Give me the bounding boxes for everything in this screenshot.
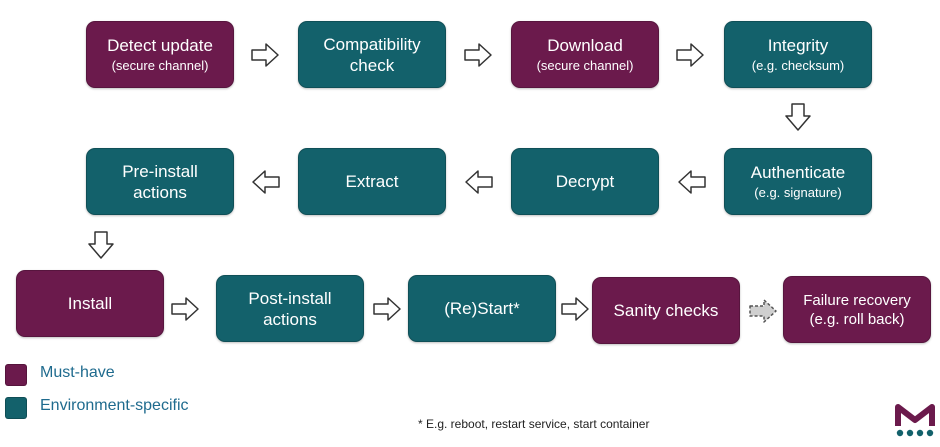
- arrow-left-icon: [678, 170, 706, 194]
- step-decrypt: Decrypt: [511, 148, 659, 215]
- step-title: Detect update: [107, 36, 213, 55]
- legend-swatch-environment-specific: [5, 397, 27, 419]
- arrow-left-icon: [252, 170, 280, 194]
- step-title: Download: [547, 36, 623, 55]
- step-subtitle: (e.g. signature): [754, 185, 842, 200]
- arrow-right-icon: [561, 297, 589, 321]
- step-integrity: Integrity (e.g. checksum): [724, 21, 872, 88]
- step-title: Pre-install actions: [122, 161, 198, 202]
- step-title: Authenticate: [750, 163, 846, 182]
- m-logo-icon: [895, 404, 935, 437]
- dashed-arrow-right-icon: [749, 299, 777, 323]
- step-title: (Re)Start*: [444, 299, 520, 318]
- arrow-right-icon: [171, 297, 199, 321]
- step-authenticate: Authenticate (e.g. signature): [724, 148, 872, 215]
- step-sanity-checks: Sanity checks: [592, 277, 740, 344]
- legend-label-must-have: Must-have: [40, 364, 115, 381]
- arrow-down-icon: [785, 103, 811, 131]
- arrow-right-icon: [373, 297, 401, 321]
- legend-label-environment-specific: Environment-specific: [40, 397, 189, 414]
- arrow-left-icon: [465, 170, 493, 194]
- legend-swatch-must-have: [5, 364, 27, 386]
- step-compatibility-check: Compatibility check: [298, 21, 446, 88]
- arrow-down-icon: [88, 231, 114, 259]
- step-title: Failure recovery: [803, 291, 911, 309]
- arrow-right-icon: [251, 43, 279, 67]
- step-download: Download (secure channel): [511, 21, 659, 88]
- step-pre-install-actions: Pre-install actions: [86, 148, 234, 215]
- step-title: Integrity: [767, 36, 829, 55]
- step-subtitle: (secure channel): [536, 58, 634, 73]
- step-title: Sanity checks: [613, 301, 719, 320]
- step-title: Compatibility check: [323, 34, 421, 75]
- step-title: Post-install actions: [248, 288, 332, 329]
- arrow-right-icon: [676, 43, 704, 67]
- step-title: Decrypt: [555, 172, 615, 191]
- step-subtitle: (e.g. roll back): [809, 310, 905, 328]
- step-detect-update: Detect update (secure channel): [86, 21, 234, 88]
- step-post-install-actions: Post-install actions: [216, 275, 364, 342]
- step-install: Install: [16, 270, 164, 337]
- footnote: * E.g. reboot, restart service, start co…: [418, 417, 650, 431]
- step-title: Extract: [345, 172, 399, 191]
- step-restart: (Re)Start*: [408, 275, 556, 342]
- step-title: Install: [67, 294, 113, 313]
- step-extract: Extract: [298, 148, 446, 215]
- step-failure-recovery: Failure recovery (e.g. roll back): [783, 276, 931, 343]
- step-subtitle: (e.g. checksum): [751, 58, 845, 73]
- step-subtitle: (secure channel): [111, 58, 209, 73]
- arrow-right-icon: [464, 43, 492, 67]
